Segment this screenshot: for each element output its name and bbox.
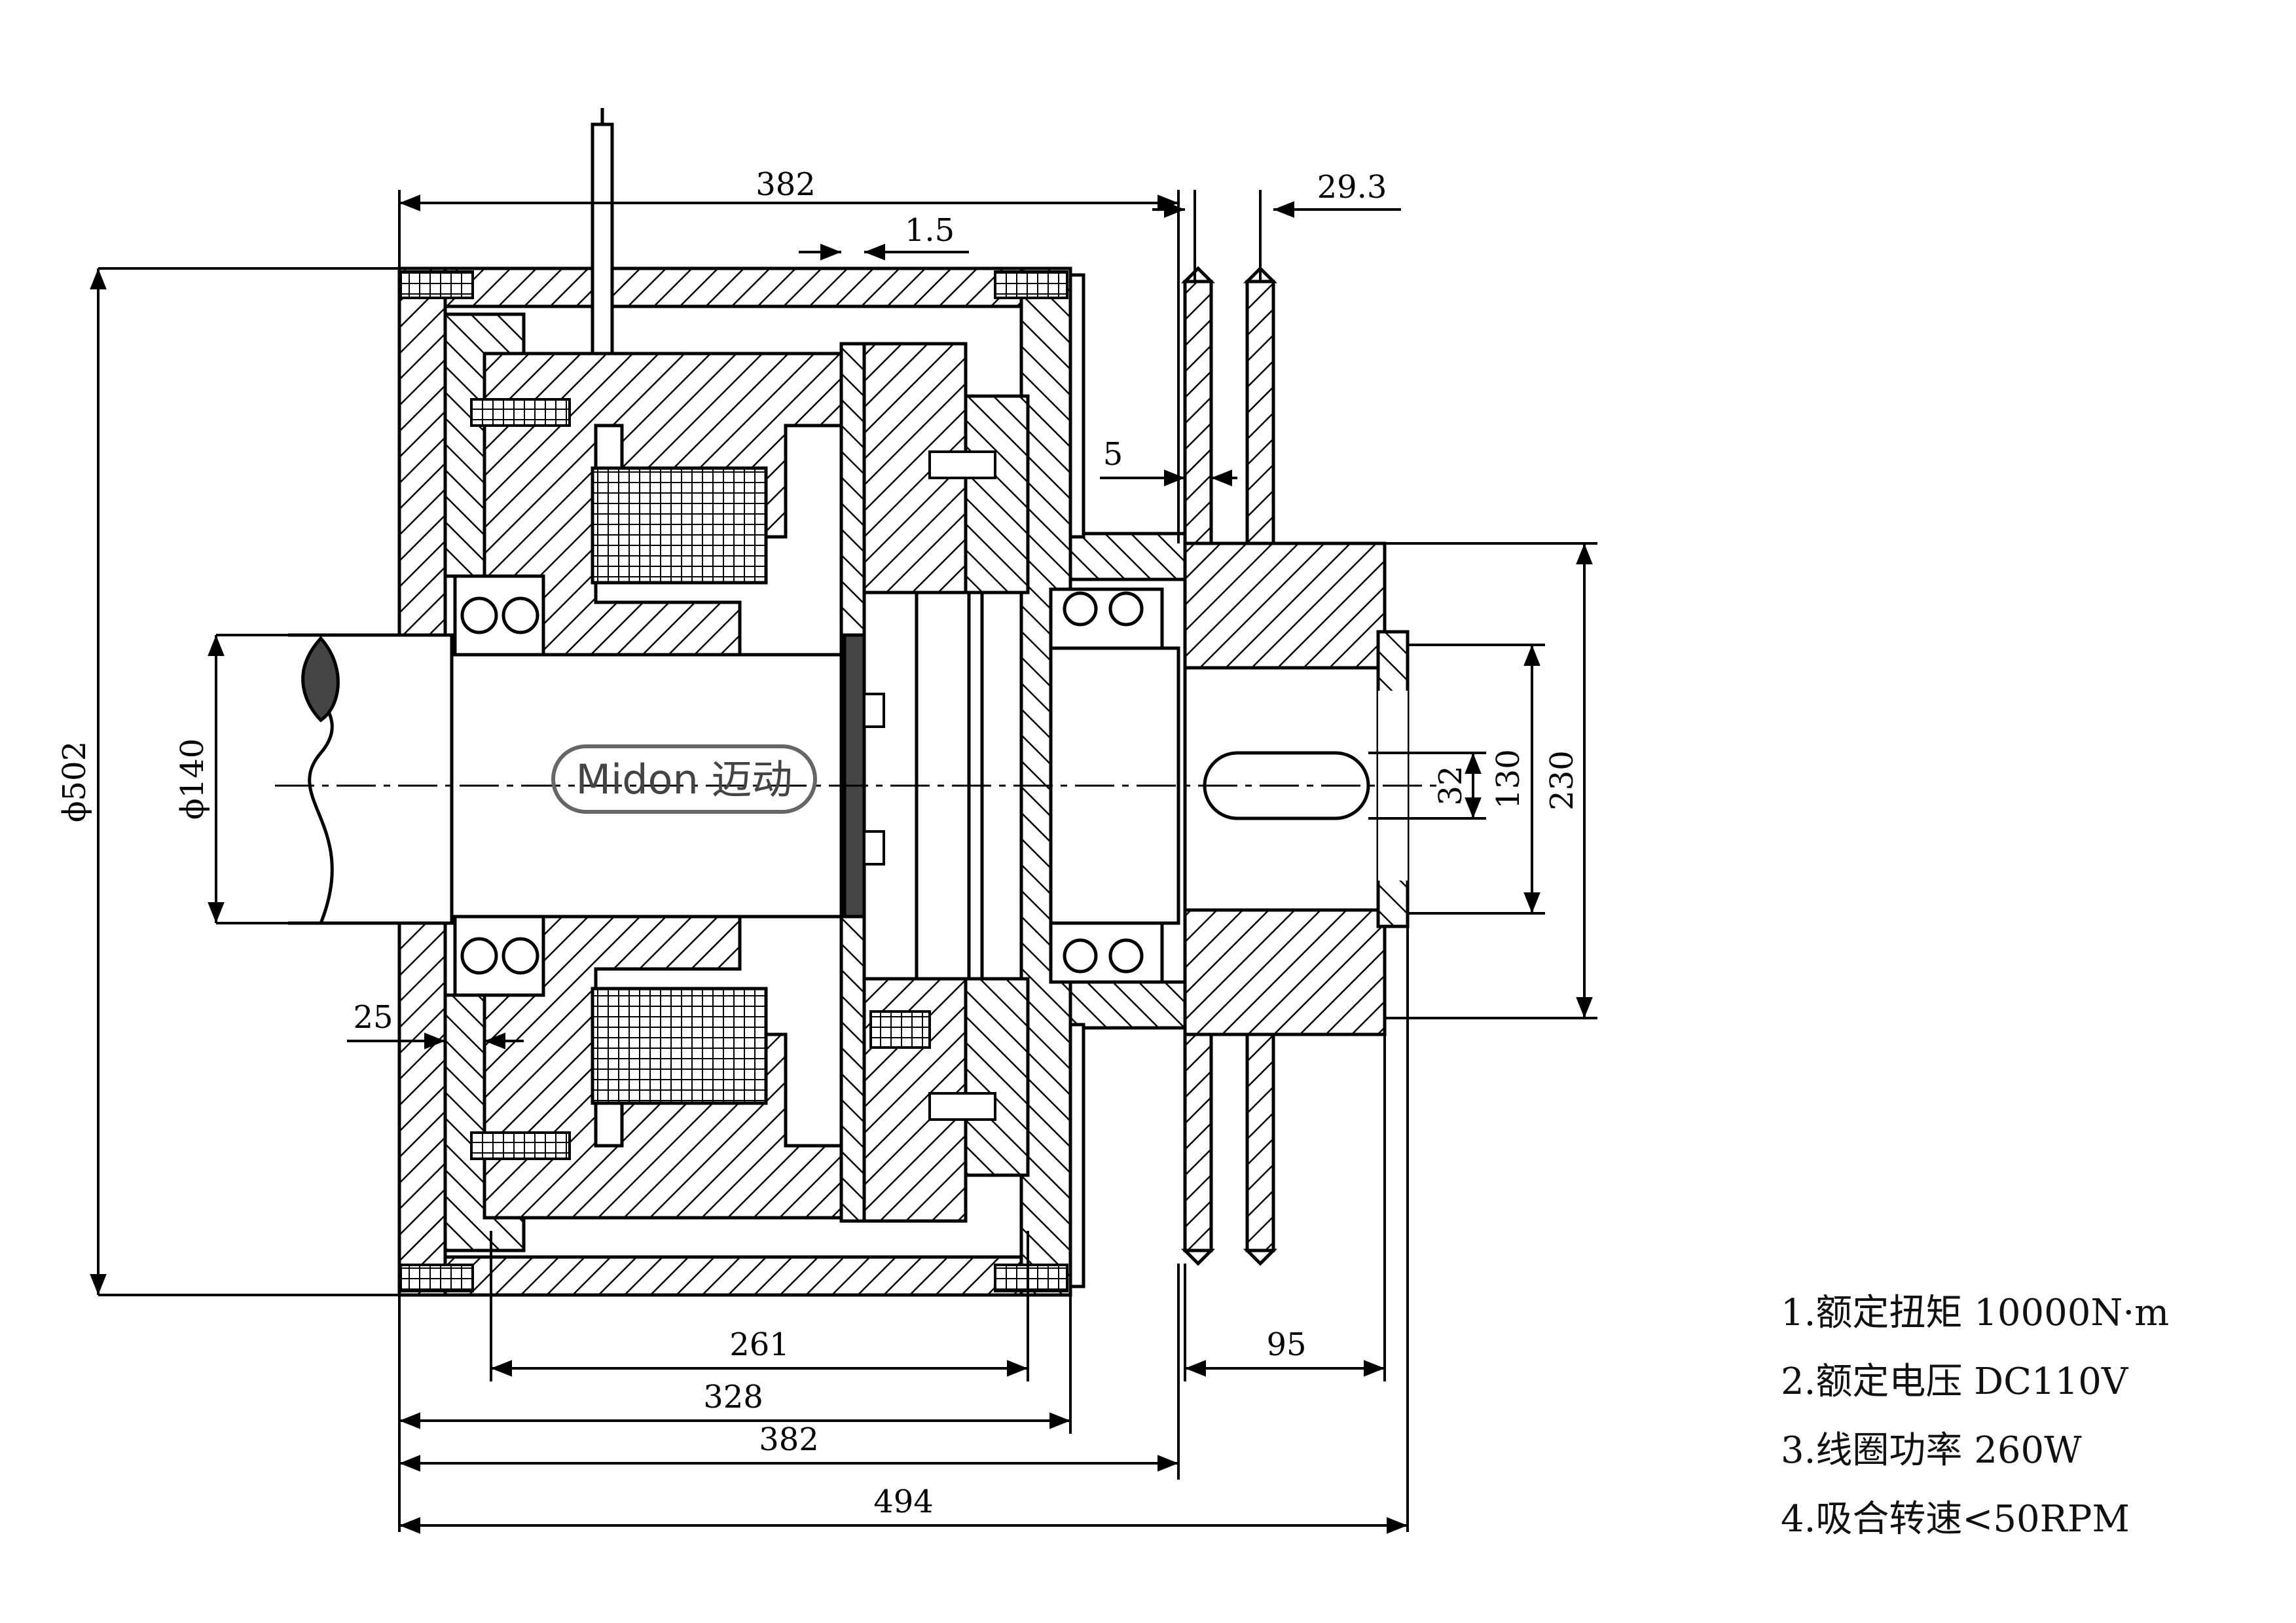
svg-text:Midon 迈动: Midon 迈动 — [575, 756, 792, 803]
output-discs — [1180, 266, 1278, 1266]
dim-328: 328 — [703, 1379, 763, 1415]
dimension-labels: 382 1.5 29.3 5 ϕ502 ϕ140 32 130 230 25 2… — [56, 166, 1580, 1520]
dim-gap: 1.5 — [905, 212, 955, 249]
input-shaft — [288, 633, 454, 925]
dim-hub-inner: 130 — [1490, 749, 1527, 809]
disc-screws — [470, 398, 996, 1160]
dim-top-382: 382 — [756, 166, 816, 203]
brand-logo: Midon 迈动 — [551, 744, 817, 814]
spec-pull-in-speed: 4.吸合转速<50RPM — [1781, 1498, 2130, 1541]
dim-382-bottom: 382 — [759, 1421, 819, 1458]
dim-261: 261 — [729, 1326, 790, 1363]
dim-outer-diameter: ϕ502 — [56, 741, 93, 822]
spec-rated-voltage: 2.额定电压 DC110V — [1781, 1360, 2128, 1403]
spec-coil-power: 3.线圈功率 260W — [1781, 1429, 2082, 1472]
dim-disc-offset: 5 — [1103, 436, 1123, 473]
dim-shoulder: 25 — [353, 999, 393, 1036]
left-bearings — [453, 574, 545, 997]
top-rod — [591, 108, 614, 356]
dim-494: 494 — [873, 1484, 934, 1520]
dim-disc-spacing: 29.3 — [1317, 169, 1387, 206]
field-body — [483, 352, 847, 1220]
spec-rated-torque: 1.额定扭矩 10000N·m — [1781, 1292, 2170, 1334]
dim-hub-length: 95 — [1266, 1326, 1306, 1363]
housing-bolts — [399, 270, 1068, 1292]
dim-keyway: 32 — [1432, 765, 1469, 805]
dimension-lines — [90, 190, 1597, 1534]
dim-hub-outer: 230 — [1544, 750, 1580, 811]
dim-shaft-diameter: ϕ140 — [174, 739, 211, 820]
